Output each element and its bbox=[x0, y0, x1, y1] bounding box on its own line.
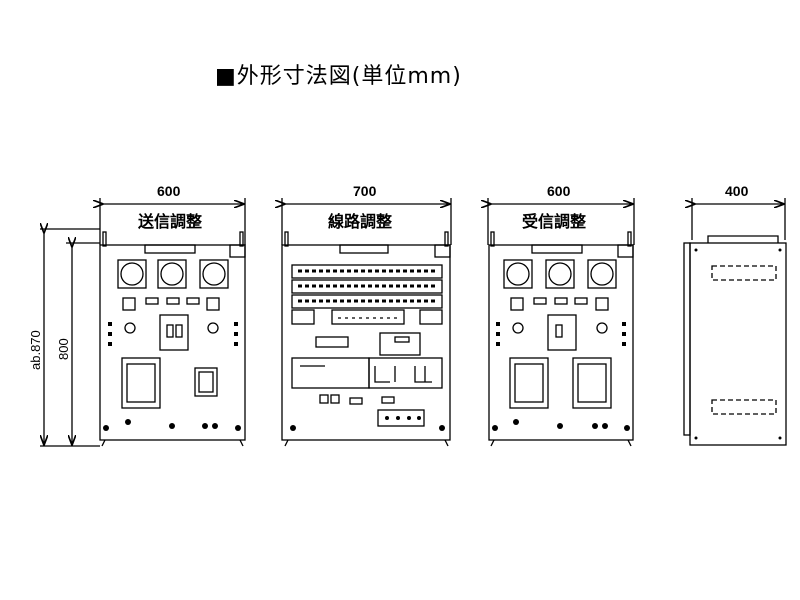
unit-name-label: 受信調整 bbox=[522, 212, 586, 231]
receive-unit-front-view: 600 受信調整 bbox=[488, 183, 635, 447]
transmit-unit-front-view: 600 送信調整 bbox=[100, 183, 246, 447]
line-unit-front-view: 700 線路調整 bbox=[282, 183, 452, 447]
overall-height-label: ab.870 bbox=[28, 330, 43, 370]
width-label: 600 bbox=[547, 183, 571, 199]
unit-name-label: 線路調整 bbox=[328, 212, 392, 231]
height-dimension: ab.870 800 bbox=[28, 229, 100, 447]
side-view: 400 bbox=[683, 183, 787, 446]
body-height-label: 800 bbox=[56, 338, 71, 360]
width-label: 700 bbox=[353, 183, 377, 199]
unit-name-label: 送信調整 bbox=[137, 212, 202, 231]
width-label: 600 bbox=[157, 183, 181, 199]
depth-label: 400 bbox=[725, 183, 749, 199]
drawing-title: ■外形寸法図(単位mm) bbox=[215, 64, 462, 89]
